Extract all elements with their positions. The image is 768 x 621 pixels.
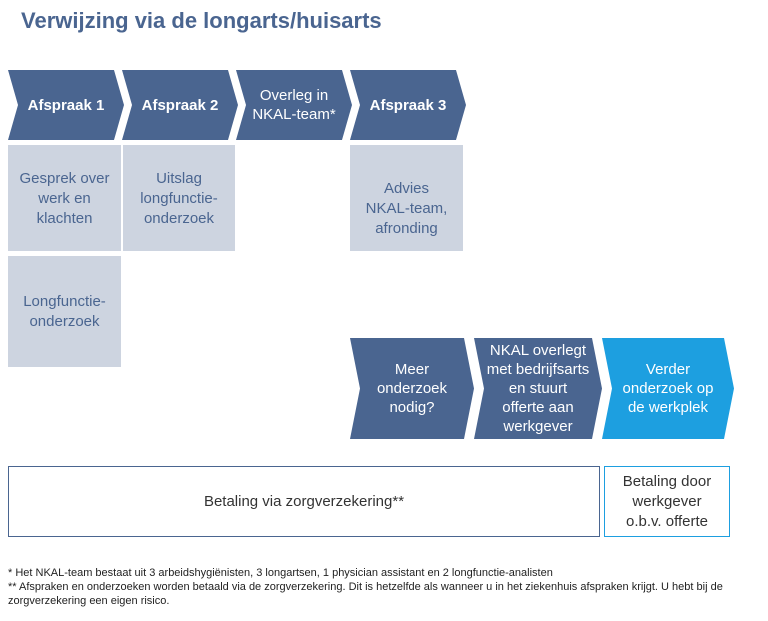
payment-employer-text: Betaling door werkgever o.b.v. offerte [622,472,712,530]
detail-text: Uitslag longfunctie-onderzoek [140,170,218,227]
page-title: Verwijzing via de longarts/huisarts [21,8,382,33]
payment-insurance-box: Betaling via zorgverzekering** [8,466,600,537]
step-label: Afspraak 3 [369,96,447,114]
followup-nkal-overlegt: NKAL overlegt met bedrijfsarts en stuurt… [474,338,602,439]
followup-meer-onderzoek: Meer onderzoek nodig? [350,338,474,439]
step-afspraak-3: Afspraak 3 [350,70,466,140]
detail-text: Gesprek over werk en klachten [19,170,110,227]
step-afspraak-2: Afspraak 2 [122,70,238,140]
footnote-payment: ** Afspraken en onderzoeken worden betaa… [8,581,723,607]
step-afspraak-1: Afspraak 1 [8,70,124,140]
step-label: Afspraak 1 [27,96,105,114]
step-label: Afspraak 2 [141,96,219,114]
detail-text: Advies NKAL-team, afronding [365,180,448,237]
detail-longfunctie: Longfunctie-onderzoek [8,256,121,367]
step-overleg-nkal: Overleg in NKAL-team* [236,70,352,140]
detail-text: Longfunctie-onderzoek [23,293,106,330]
followup-label: Verder onderzoek op de werkplek [622,361,714,416]
step-label: Overleg in NKAL-team* [252,87,336,123]
footnotes: * Het NKAL-team bestaat uit 3 arbeidshyg… [8,566,763,608]
detail-gesprek: Gesprek over werk en klachten [8,145,121,251]
followup-verder-onderzoek: Verder onderzoek op de werkplek [602,338,734,439]
payment-employer-box: Betaling door werkgever o.b.v. offerte [604,466,730,537]
detail-uitslag: Uitslag longfunctie-onderzoek [123,145,235,251]
payment-insurance-text: Betaling via zorgverzekering** [203,492,405,510]
followup-label: Meer onderzoek nodig? [376,361,448,416]
followup-label: NKAL overlegt met bedrijfsarts en stuurt… [486,342,590,435]
footnote-team: * Het NKAL-team bestaat uit 3 arbeidshyg… [8,567,553,579]
detail-advies: Advies NKAL-team, afronding [350,145,463,251]
